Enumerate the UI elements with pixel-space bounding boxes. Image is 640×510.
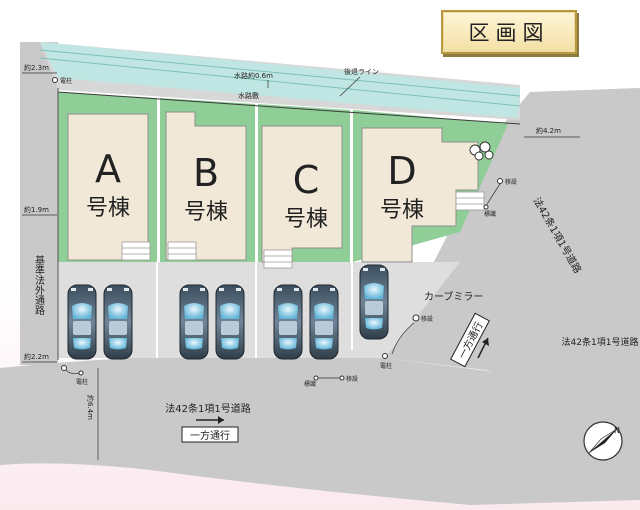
svg-text:約4.2m: 約4.2m <box>536 126 561 135</box>
stairs-b <box>167 241 197 261</box>
car-c-2 <box>309 284 339 360</box>
compass-icon: N <box>583 421 623 461</box>
car-c-1 <box>273 284 303 360</box>
width-top-right: 約4.2m <box>524 126 580 138</box>
one-way-diagonal-arrow <box>477 337 489 359</box>
svg-text:約6.4m: 約6.4m <box>86 395 95 420</box>
one-way-bottom: 一方通行 <box>181 416 239 443</box>
setback-line <box>57 91 521 125</box>
setback-line-label: 後退ライン <box>344 67 379 76</box>
svg-text:基準法外通路: 基準法外通路 <box>33 254 45 316</box>
svg-text:約2.3m: 約2.3m <box>24 63 49 72</box>
car-b-1 <box>179 284 209 360</box>
svg-text:電柱: 電柱 <box>380 362 392 370</box>
stairs-c <box>263 249 293 269</box>
house-a <box>67 113 149 261</box>
lot-c-letter: C <box>293 158 320 202</box>
sign-relocate-top: 移設 標識 <box>483 178 517 218</box>
lot-d-letter: D <box>387 149 416 193</box>
svg-text:標識: 標識 <box>484 210 496 218</box>
curve-mirror-label: カーブミラー <box>424 290 483 303</box>
lot-d-suffix: 号棟 <box>380 198 424 223</box>
svg-text:移設: 移設 <box>346 375 358 383</box>
drawing-title: 区画図 <box>441 10 577 54</box>
svg-text:電柱: 電柱 <box>76 378 88 386</box>
svg-text:約2.2m: 約2.2m <box>24 352 49 361</box>
width-top-left: 約2.3m <box>22 63 57 74</box>
width-bottom-vertical: 約6.4m <box>86 368 99 460</box>
road-bottom <box>0 354 640 505</box>
car-a-2 <box>103 284 133 360</box>
bottom-road-label: 法42条1項1号道路 <box>165 402 250 415</box>
svg-text:標識: 標識 <box>304 380 316 388</box>
car-a-1 <box>67 284 97 360</box>
lot-c-suffix: 号棟 <box>284 207 328 232</box>
svg-text:移設: 移設 <box>421 315 433 323</box>
road-diagonal <box>385 88 640 395</box>
roads <box>0 42 640 505</box>
svg-text:移設: 移設 <box>505 178 517 186</box>
right-road-label-line: 法42条1項1号道路 <box>562 336 639 348</box>
water-width-label: 水路約0.6m <box>234 71 273 80</box>
stairs-d <box>455 191 485 211</box>
svg-text:約1.9m: 約1.9m <box>24 205 49 214</box>
car-d-1 <box>359 264 389 340</box>
tree-icon <box>469 141 494 161</box>
lot-a-letter: A <box>95 147 121 191</box>
lot-b-letter: B <box>193 151 219 195</box>
left-road-label: 基準法外通路 <box>33 254 45 316</box>
svg-text:N: N <box>614 426 620 435</box>
road-left <box>20 42 58 365</box>
lot-a-suffix: 号棟 <box>86 196 130 221</box>
water-name-label: 水路敷 <box>238 91 259 100</box>
stairs-a <box>121 241 151 261</box>
lot-b-suffix: 号棟 <box>184 200 228 225</box>
pole-mid: 電柱 <box>380 353 392 370</box>
pole-top-left: 電柱 <box>52 77 72 85</box>
width-left-bottom: 約2.2m <box>22 352 57 363</box>
pole-bottom-left: 電柱 <box>61 365 88 386</box>
svg-text:電柱: 電柱 <box>60 77 72 85</box>
house-c <box>261 125 343 263</box>
house-b <box>165 111 247 261</box>
svg-text:一方通行: 一方通行 <box>190 429 230 442</box>
width-left-mid: 約1.9m <box>22 205 57 216</box>
house-d <box>361 127 479 263</box>
car-b-2 <box>215 284 245 360</box>
curve-mirror-relocate: 移設 <box>391 314 433 355</box>
sign-relocate-bottom: 標識 移設 <box>304 375 358 388</box>
